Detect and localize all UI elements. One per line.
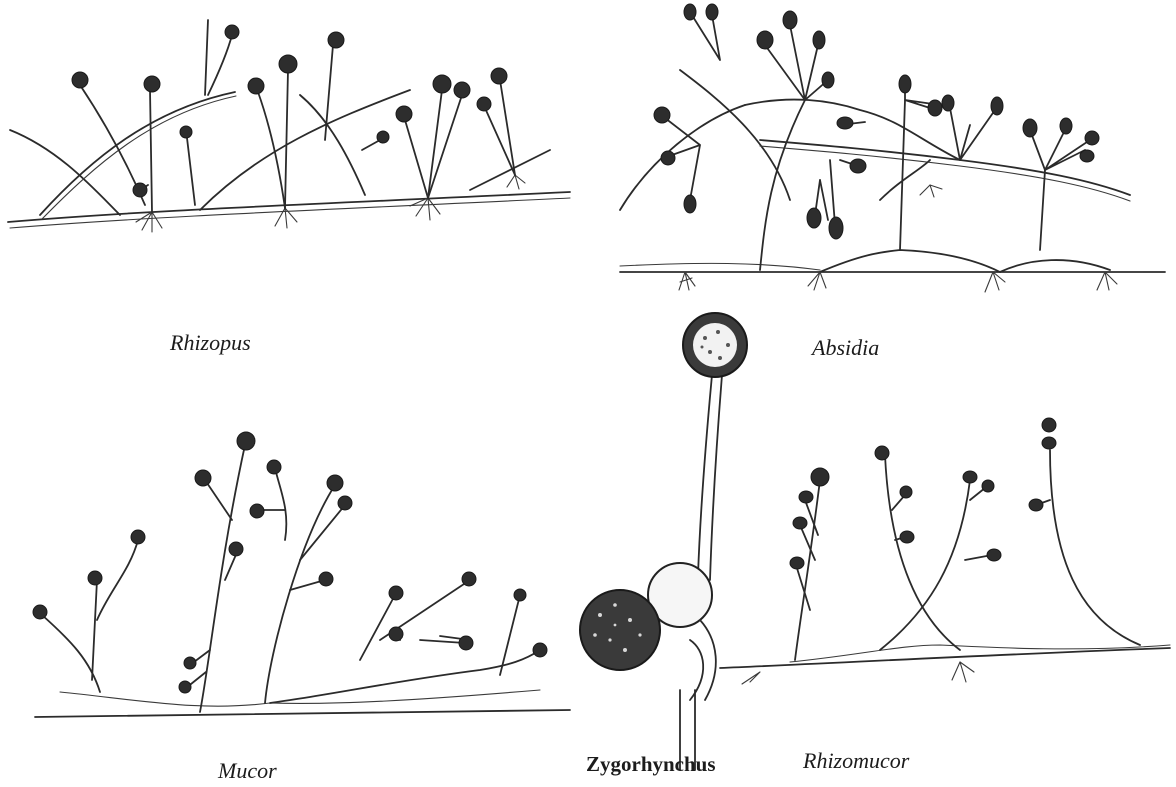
sporangium xyxy=(88,571,102,585)
rhizomucor-drawing xyxy=(720,418,1170,684)
rhizoid xyxy=(920,185,942,197)
sporangium xyxy=(963,471,977,483)
sporangium xyxy=(514,589,526,601)
absidia-drawing xyxy=(620,4,1165,292)
rhizoid xyxy=(136,212,162,232)
sporangium xyxy=(195,470,211,486)
sporangium xyxy=(491,68,507,84)
rhizoid xyxy=(679,272,695,290)
sporangium xyxy=(377,131,389,143)
sporangium xyxy=(900,531,914,543)
sporangium xyxy=(1042,418,1056,432)
sporangium xyxy=(229,542,243,556)
sporangium xyxy=(328,32,344,48)
sporangium xyxy=(837,117,853,129)
sporangium xyxy=(389,627,403,641)
sporangium xyxy=(33,605,47,619)
sporangium xyxy=(822,72,834,88)
sporangium xyxy=(1029,499,1043,511)
absidia-label: Absidia xyxy=(812,335,879,361)
sporangium xyxy=(1042,437,1056,449)
sporangium xyxy=(757,31,773,49)
sporangium xyxy=(477,97,491,111)
sporangium xyxy=(327,475,343,491)
sporangium xyxy=(248,78,264,94)
sporangium xyxy=(184,657,196,669)
sporangium xyxy=(433,75,451,93)
sporangium xyxy=(533,643,547,657)
sporangium xyxy=(813,31,825,49)
sporangium xyxy=(850,159,866,173)
sporangium xyxy=(279,55,297,73)
sporangium xyxy=(454,82,470,98)
sporangium xyxy=(654,107,670,123)
sporangium xyxy=(684,4,696,20)
sporangium xyxy=(459,636,473,650)
sporangium xyxy=(144,76,160,92)
sporangium xyxy=(389,586,403,600)
sporangium xyxy=(875,446,889,460)
rhizopus-drawing xyxy=(8,20,570,232)
sporangium xyxy=(237,432,255,450)
rhizoid xyxy=(808,272,826,290)
sporangium xyxy=(928,100,942,116)
mucor-label: Mucor xyxy=(218,758,277,784)
sporangium xyxy=(180,126,192,138)
sporangium xyxy=(179,681,191,693)
sporangium xyxy=(982,480,994,492)
rhizoid xyxy=(742,672,760,684)
zygorhynchus-drawing xyxy=(580,313,747,770)
sporangium xyxy=(250,504,264,518)
sporangium xyxy=(462,572,476,586)
rhizopus-label: Rhizopus xyxy=(170,330,251,356)
sporangium xyxy=(793,517,807,529)
sporangium xyxy=(1080,150,1094,162)
sporangium xyxy=(1023,119,1037,137)
rhizoid xyxy=(507,175,525,189)
sporangium xyxy=(338,496,352,510)
sporangium xyxy=(396,106,412,122)
sporangium xyxy=(991,97,1003,115)
rhizoid xyxy=(410,198,440,220)
sporangium xyxy=(684,195,696,213)
rhizoid xyxy=(1097,272,1117,290)
sporangium xyxy=(319,572,333,586)
sporangium xyxy=(661,151,675,165)
sporangium xyxy=(267,460,281,474)
mucor-drawing xyxy=(33,432,570,717)
sporangium xyxy=(783,11,797,29)
sporangium xyxy=(131,530,145,544)
sporangium xyxy=(987,549,1001,561)
rhizoid xyxy=(985,272,1005,292)
sporangium xyxy=(807,208,821,228)
sporangium xyxy=(942,95,954,111)
sporangium xyxy=(1060,118,1072,134)
sporangium xyxy=(1085,131,1099,145)
sporangium xyxy=(72,72,88,88)
sporangium xyxy=(900,486,912,498)
sporangium xyxy=(790,557,804,569)
sporangium xyxy=(133,183,147,197)
sporangium xyxy=(225,25,239,39)
sporangium xyxy=(799,491,813,503)
sporangium xyxy=(706,4,718,20)
sporangium xyxy=(811,468,829,486)
zygorhynchus-label: Zygorhynchus xyxy=(586,752,716,777)
sporangium xyxy=(899,75,911,93)
rhizomucor-label: Rhizomucor xyxy=(803,748,909,774)
zygospore xyxy=(580,590,660,670)
sporangium xyxy=(829,217,843,239)
rhizoid xyxy=(952,662,974,682)
sporangium-spores xyxy=(693,323,737,367)
